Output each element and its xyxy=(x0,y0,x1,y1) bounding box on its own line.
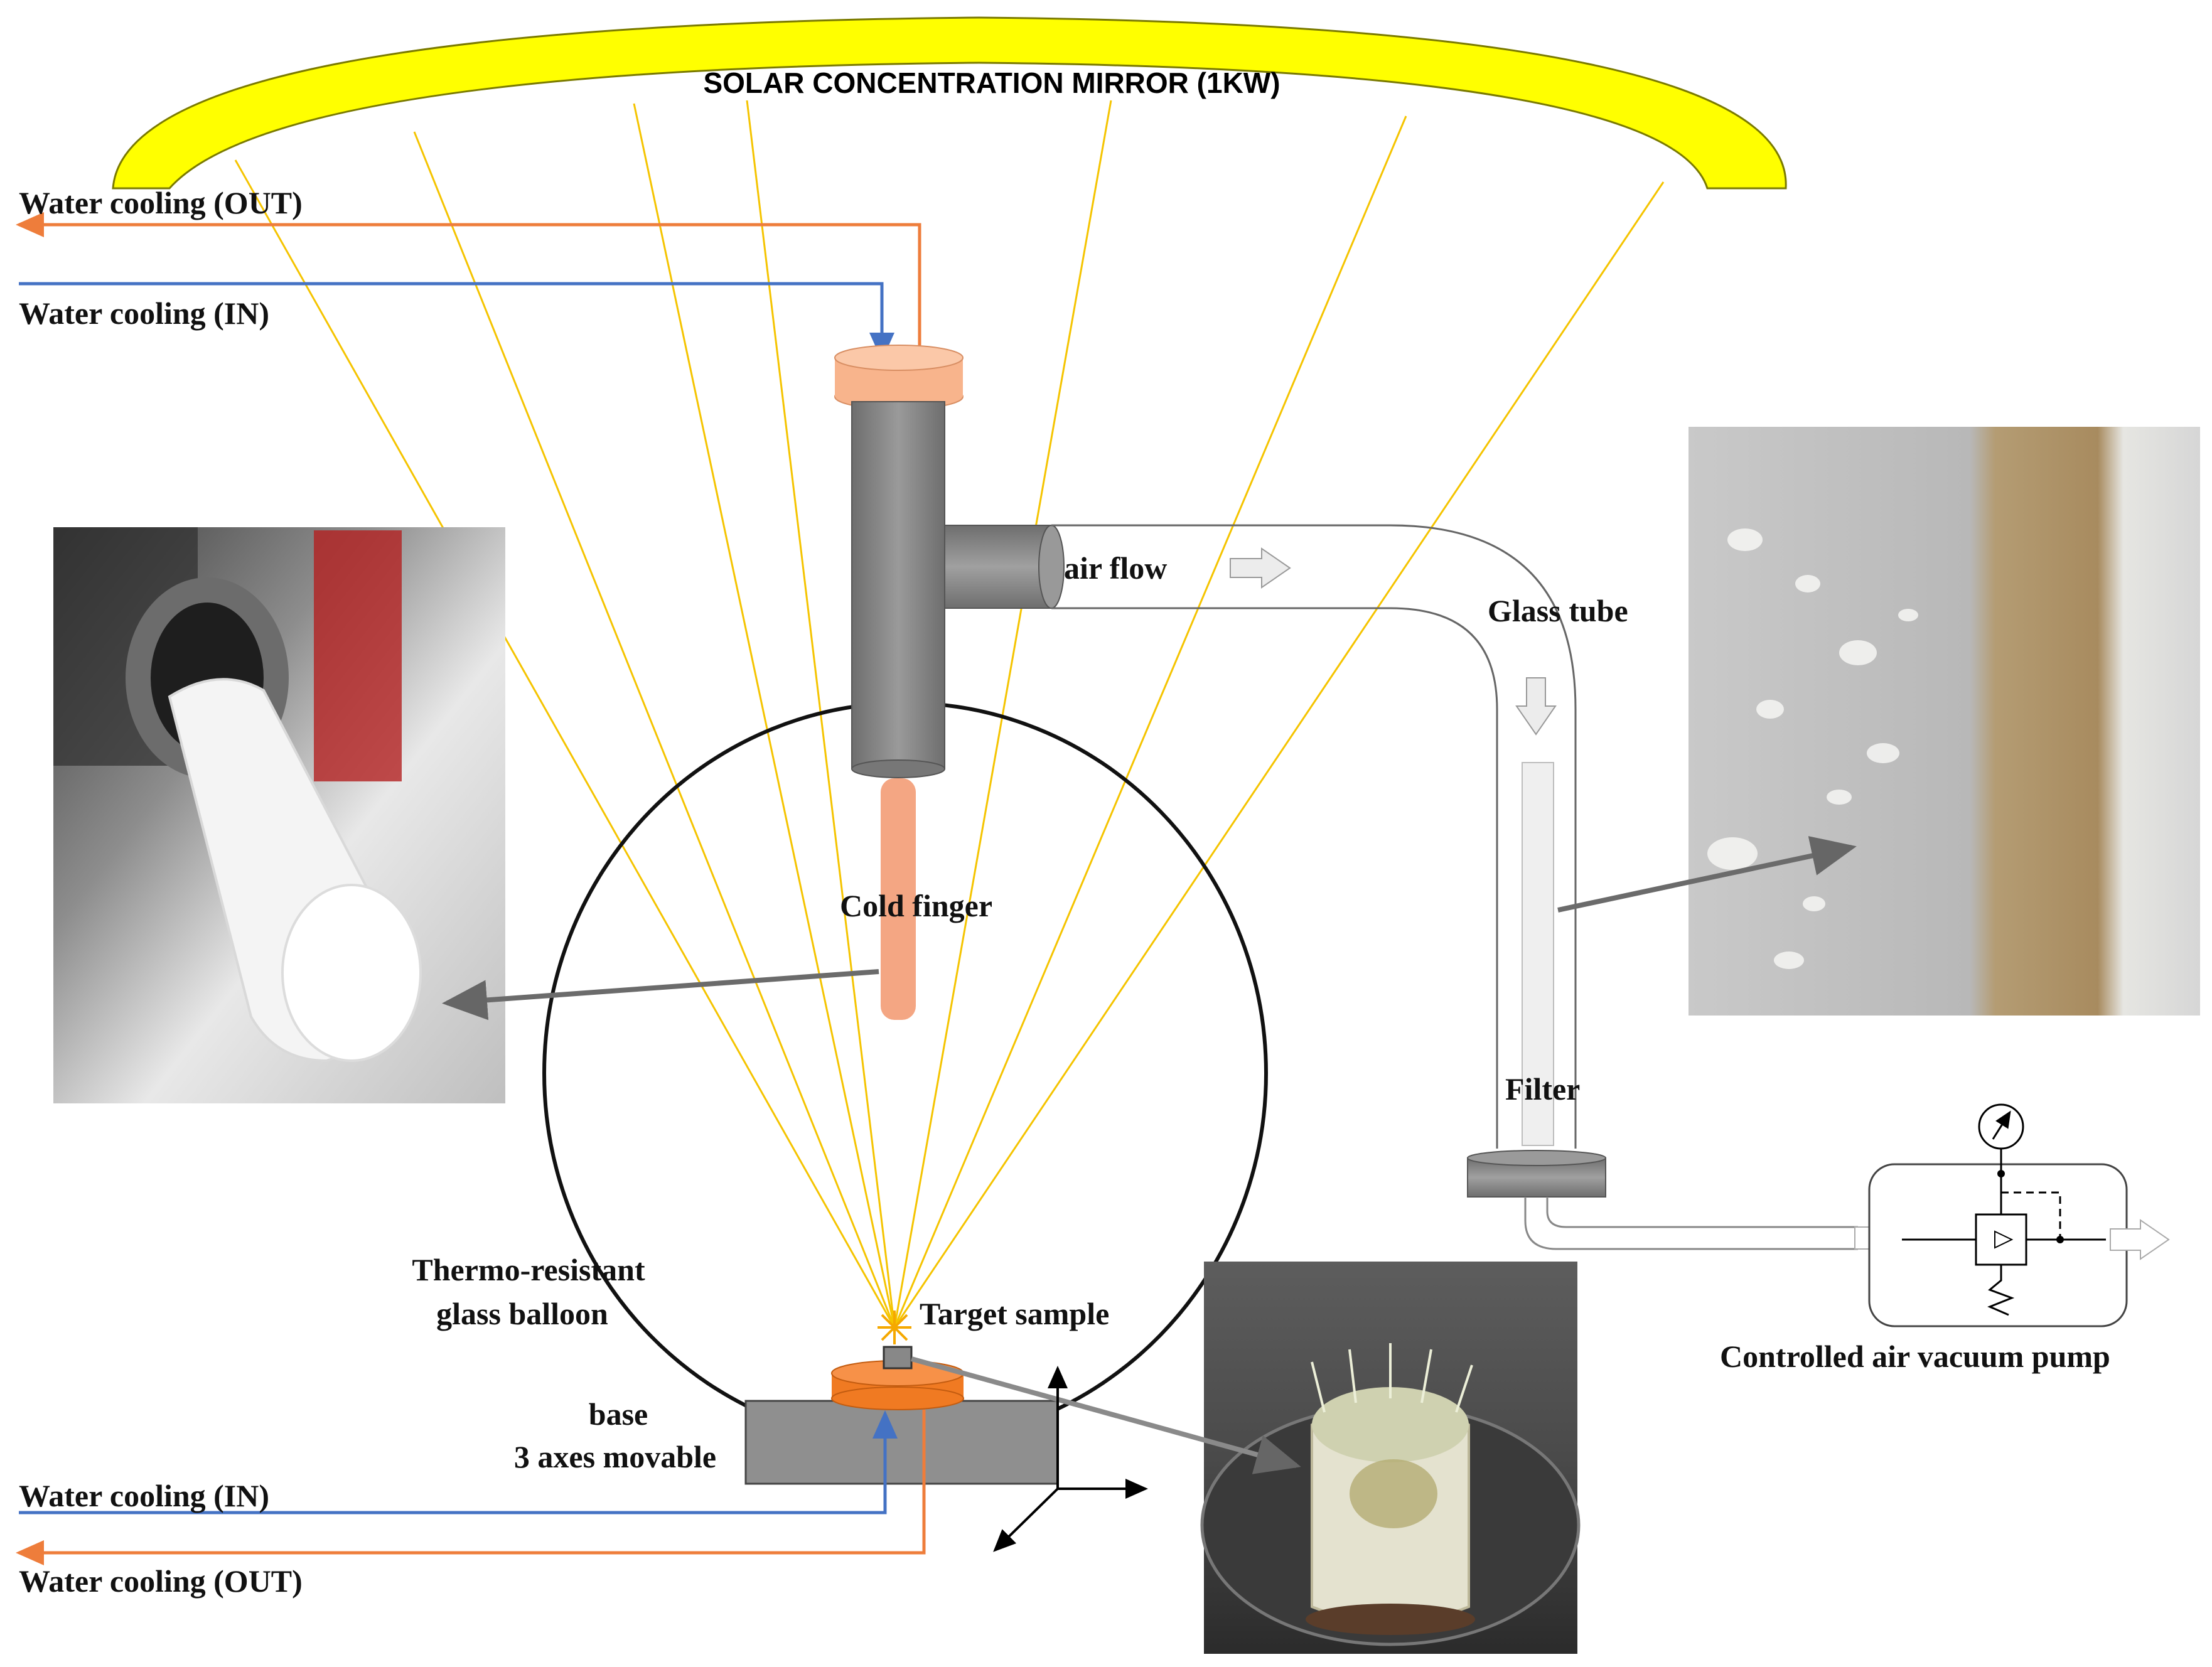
glass-tube-label: Glass tube xyxy=(1488,593,1628,628)
filter-label: Filter xyxy=(1505,1071,1580,1107)
gauge-needle xyxy=(1992,1110,2011,1140)
water-in-top-line xyxy=(19,282,894,361)
filter-element xyxy=(1522,762,1554,1146)
cold-finger-photo-pointer xyxy=(442,969,879,1021)
water-in-bottom-line xyxy=(19,1410,898,1514)
air-flow-arrow-icon xyxy=(1230,547,1291,589)
filter-photo-pointer xyxy=(1557,836,1857,913)
pump-gauge-node xyxy=(1997,1170,2005,1177)
target-sample xyxy=(883,1346,913,1370)
filter-base-top xyxy=(1467,1150,1606,1166)
solar-mirror xyxy=(112,16,1787,190)
pump-spring-icon xyxy=(1987,1265,2015,1316)
pump-pilot-line xyxy=(2001,1191,2061,1240)
cold-finger xyxy=(881,778,916,1020)
cooling-cap-face xyxy=(834,345,964,371)
horizontal-cylinder xyxy=(944,525,1052,609)
cold-finger-photo xyxy=(53,527,505,1103)
balloon-label-line2: glass balloon xyxy=(436,1296,608,1331)
pump-outlet-arrow-icon xyxy=(2110,1219,2170,1260)
water-out-top-label: Water cooling (OUT) xyxy=(19,185,303,220)
water-out-top-line xyxy=(16,212,921,364)
base-disc-bottom xyxy=(831,1386,964,1410)
water-out-bottom-line xyxy=(16,1410,926,1565)
focus-spark-icon xyxy=(878,1311,911,1344)
cold-finger-label: Cold finger xyxy=(840,888,992,923)
base-label-line2: 3 axes movable xyxy=(514,1439,716,1474)
air-flow-label: air flow xyxy=(1064,550,1167,586)
axes-indicator-icon xyxy=(993,1366,1148,1552)
water-in-top-label: Water cooling (IN) xyxy=(19,296,269,331)
target-photo-pointer xyxy=(910,1356,1301,1474)
mirror-label: SOLAR CONCENTRATION MIRROR (1KW) xyxy=(703,67,1280,99)
target-sample-photo xyxy=(1200,1262,1581,1654)
pump-label: Controlled air vacuum pump xyxy=(1720,1339,2110,1374)
vertical-cylinder xyxy=(851,401,945,769)
target-sample-label: Target sample xyxy=(920,1296,1109,1331)
filter-photo xyxy=(1689,427,2200,1016)
water-in-bottom-label: Water cooling (IN) xyxy=(19,1478,269,1513)
balloon-label-line1: Thermo-resistant xyxy=(412,1252,645,1287)
glass-tube xyxy=(1051,524,1577,1149)
pump-valve-arrow-icon xyxy=(1994,1230,2014,1249)
pump-inlet-tube xyxy=(1524,1197,1858,1250)
vertical-cylinder-bottom xyxy=(851,759,945,778)
horizontal-cylinder-end xyxy=(1038,525,1065,609)
base-label-line1: base xyxy=(589,1396,648,1432)
water-out-bottom-label: Water cooling (OUT) xyxy=(19,1563,303,1599)
tube-down-arrow-icon xyxy=(1515,677,1557,736)
movable-base xyxy=(744,1400,1059,1485)
sun-rays xyxy=(234,100,1665,1328)
